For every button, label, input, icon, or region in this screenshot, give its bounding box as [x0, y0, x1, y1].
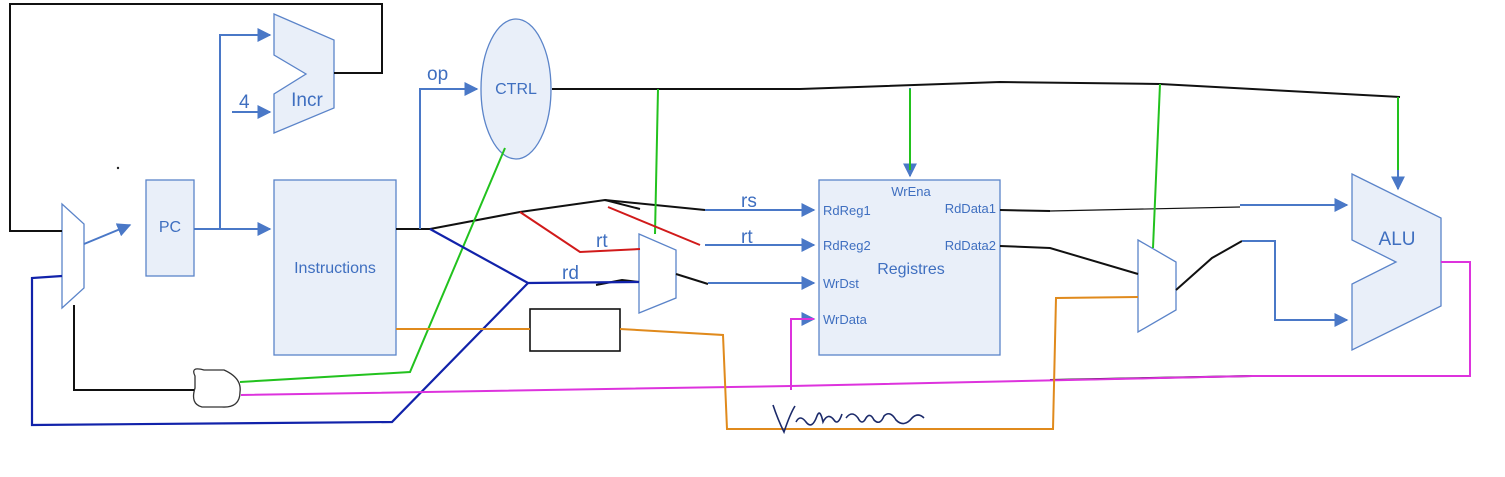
constant-four-label: 4 — [239, 92, 250, 113]
rs-label: rs — [741, 191, 757, 212]
green-wires — [239, 83, 1399, 383]
rd-label: rd — [562, 263, 579, 284]
alusrc-mux — [1137, 238, 1177, 334]
handwritten-scribble — [772, 404, 925, 435]
rddata2-port: RdData2 — [945, 238, 996, 253]
alu-label: ALU — [1379, 229, 1416, 250]
registers-file: Registres WrEna RdReg1 RdReg2 WrDst WrDa… — [818, 179, 1001, 356]
rdreg2-port: RdReg2 — [823, 238, 871, 253]
red-wires — [519, 206, 701, 254]
pc-label: PC — [159, 219, 181, 236]
instructions-label: Instructions — [294, 260, 376, 277]
ctrl-label: CTRL — [495, 81, 537, 98]
incr-label: Incr — [291, 90, 323, 111]
instructions-memory: Instructions — [273, 179, 397, 356]
sign-extend-box — [529, 308, 621, 352]
wrdst-port: WrDst — [823, 276, 859, 291]
wrena-port: WrEna — [891, 184, 931, 199]
magenta-wires — [240, 261, 1471, 396]
orange-wires — [396, 296, 1139, 430]
stray-dot — [116, 166, 120, 170]
pc-mux — [61, 202, 85, 310]
wrdata-port: WrData — [823, 312, 868, 327]
rdreg1-port: RdReg1 — [823, 203, 871, 218]
op-label: op — [427, 64, 448, 85]
rt-upper-label: rt — [741, 227, 753, 248]
ctrl-unit: CTRL — [480, 18, 552, 160]
navy-wires — [30, 228, 640, 427]
and-gate — [192, 368, 241, 408]
wrdst-mux — [638, 233, 677, 314]
black-wires — [9, 3, 1401, 391]
rddata1-port: RdData1 — [945, 201, 996, 216]
rt-mux-label: rt — [596, 231, 608, 252]
incr-adder: Incr — [273, 13, 335, 134]
alu-unit: ALU — [1351, 172, 1442, 352]
registres-label: Registres — [877, 261, 945, 278]
pc-block: PC — [145, 179, 195, 277]
